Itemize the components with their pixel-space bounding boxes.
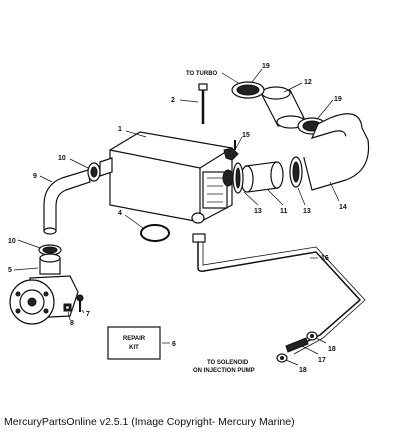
- to-turbo-label: TO TURBO: [186, 71, 218, 77]
- leader-lines: [13, 68, 340, 366]
- sea-water-pump[interactable]: [9, 253, 79, 325]
- callout-2: 2: [171, 97, 175, 104]
- callout-16: 16: [321, 255, 329, 262]
- callout-18-right: 18: [328, 346, 336, 353]
- callout-8: 8: [70, 320, 74, 327]
- image-copyright-caption: MercuryPartsOnline v2.5.1 (Image Copyrig…: [4, 416, 295, 428]
- bolt[interactable]: [198, 83, 208, 124]
- hose-clamp-upper[interactable]: [87, 162, 101, 182]
- callout-11: 11: [280, 208, 288, 215]
- callout-19-bottom: 19: [334, 96, 342, 103]
- repair-kit-box[interactable]: [107, 326, 161, 360]
- callout-9: 9: [33, 173, 37, 180]
- hose-clamp-13-right[interactable]: [289, 156, 303, 188]
- hose-clamp-13-left[interactable]: [232, 162, 244, 194]
- hose-17[interactable]: [285, 337, 309, 353]
- hose-clamp-19-upper[interactable]: [231, 81, 265, 99]
- fitting[interactable]: [63, 303, 72, 312]
- elbow-fitting[interactable]: [223, 140, 239, 161]
- callout-numbers: 19 2 12 19 1 15 10 9 4 13 11 13 14 10 16…: [8, 63, 347, 374]
- hose-clamp-lower[interactable]: [38, 244, 62, 256]
- to-solenoid-label-line1: TO SOLENOID: [207, 360, 249, 366]
- repair-kit-label-line2: KIT: [129, 345, 139, 351]
- o-ring[interactable]: [140, 224, 170, 242]
- callout-5: 5: [8, 267, 12, 274]
- upper-hose-sleeve[interactable]: [261, 86, 306, 129]
- callout-6: 6: [172, 341, 176, 348]
- fitting-18-upper[interactable]: [306, 331, 318, 341]
- tube[interactable]: [197, 240, 362, 351]
- repair-kit-label-line1: REPAIR: [123, 336, 146, 342]
- callout-17: 17: [318, 357, 326, 364]
- fitting-18-lower[interactable]: [276, 353, 288, 363]
- callout-19-top: 19: [262, 63, 270, 70]
- callout-13-left: 13: [254, 208, 262, 215]
- callout-14: 14: [339, 204, 347, 211]
- screw[interactable]: [76, 294, 84, 312]
- hose-sleeve[interactable]: [240, 161, 284, 193]
- callout-18-bottom: 18: [299, 367, 307, 374]
- callout-12: 12: [304, 79, 312, 86]
- callout-10-top: 10: [58, 155, 66, 162]
- to-solenoid-label-line2: ON INJECTION PUMP: [193, 368, 255, 374]
- callout-4: 4: [118, 210, 122, 217]
- parts-diagram: REPAIR KIT TO TURBO TO SOLENOID ON INJEC…: [8, 63, 370, 374]
- callout-13-right: 13: [303, 208, 311, 215]
- callout-15: 15: [242, 132, 250, 139]
- callout-1: 1: [118, 126, 122, 133]
- water-hose[interactable]: [43, 169, 91, 231]
- callout-7: 7: [86, 311, 90, 318]
- callout-10-bottom: 10: [8, 238, 16, 245]
